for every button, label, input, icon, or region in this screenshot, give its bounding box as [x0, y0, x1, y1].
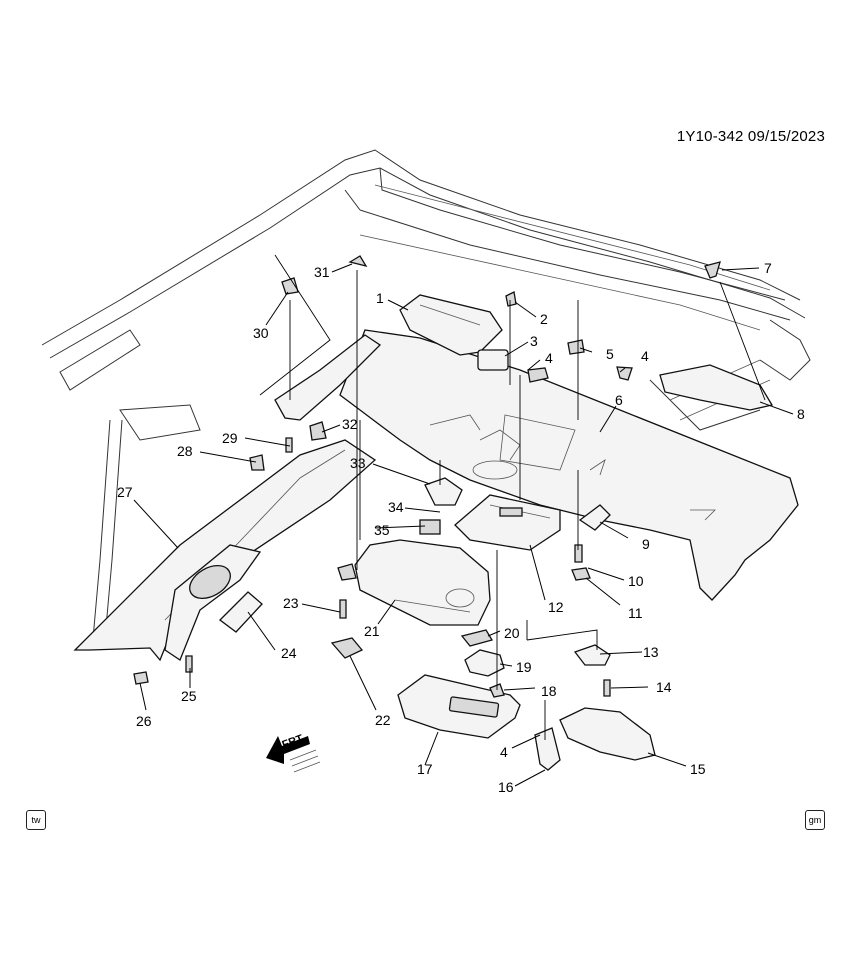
callout-18: 18 [541, 683, 557, 699]
callout-13: 13 [643, 644, 659, 660]
callout-7: 7 [764, 260, 772, 276]
callout-24: 24 [281, 645, 297, 661]
callout-31: 31 [314, 264, 330, 280]
callout-11: 11 [628, 605, 643, 621]
callout-23: 23 [283, 595, 299, 611]
bracket-33 [424, 477, 463, 506]
leader-lines [133, 263, 794, 787]
trim-panel [397, 674, 521, 739]
overhead-console [454, 494, 561, 551]
callout-4: 4 [545, 350, 553, 366]
callout-22: 22 [375, 712, 391, 728]
fasteners [133, 255, 721, 698]
callout-15: 15 [690, 761, 706, 777]
lens-part-35 [419, 519, 441, 535]
callout-1: 1 [376, 290, 384, 306]
callout-35: 35 [374, 522, 390, 538]
module-part-3 [477, 349, 509, 371]
callout-14: 14 [656, 679, 672, 695]
callout-2: 2 [540, 311, 548, 327]
callout-5: 5 [606, 346, 614, 362]
callout-17: 17 [417, 761, 433, 777]
callout-16: 16 [498, 779, 514, 795]
callout-10: 10 [628, 573, 644, 589]
callout-4c: 4 [641, 348, 649, 364]
mirror-cover [534, 727, 561, 771]
assembly-lines [259, 254, 766, 740]
callout-26: 26 [136, 713, 152, 729]
upper-pillar-trim [274, 334, 382, 421]
callout-25: 25 [181, 688, 197, 704]
gm-badge: gm [805, 810, 825, 830]
headliner [339, 329, 799, 601]
mirror-mount [573, 644, 611, 666]
callout-3: 3 [530, 333, 538, 349]
callout-27: 27 [117, 484, 133, 500]
callout-21: 21 [364, 623, 380, 639]
map-lamp [464, 649, 505, 677]
callout-34: 34 [388, 499, 404, 515]
callout-28: 28 [177, 443, 193, 459]
callout-19: 19 [516, 659, 532, 675]
console-bracket [399, 294, 503, 356]
bracket-9 [578, 504, 611, 531]
callout-32: 32 [342, 416, 358, 432]
callout-12: 12 [548, 599, 564, 615]
callout-6: 6 [615, 392, 623, 408]
front-arrow [266, 736, 321, 773]
assist-handle-area [164, 544, 263, 661]
callout-9: 9 [642, 536, 650, 552]
bracket-8 [659, 364, 774, 411]
callout-30: 30 [253, 325, 269, 341]
drawing-id: 1Y10-342 09/15/2023 [676, 128, 825, 145]
tw-badge: tw [26, 810, 46, 830]
callout-8: 8 [797, 406, 805, 422]
rear-view-mirror [559, 707, 656, 761]
callout-4b: 4 [500, 744, 508, 760]
callout-20: 20 [504, 625, 520, 641]
sunvisor [354, 539, 491, 626]
callout-33: 33 [350, 455, 366, 471]
callout-29: 29 [222, 430, 238, 446]
switch-part [460, 629, 493, 647]
visor-clip [330, 637, 364, 659]
